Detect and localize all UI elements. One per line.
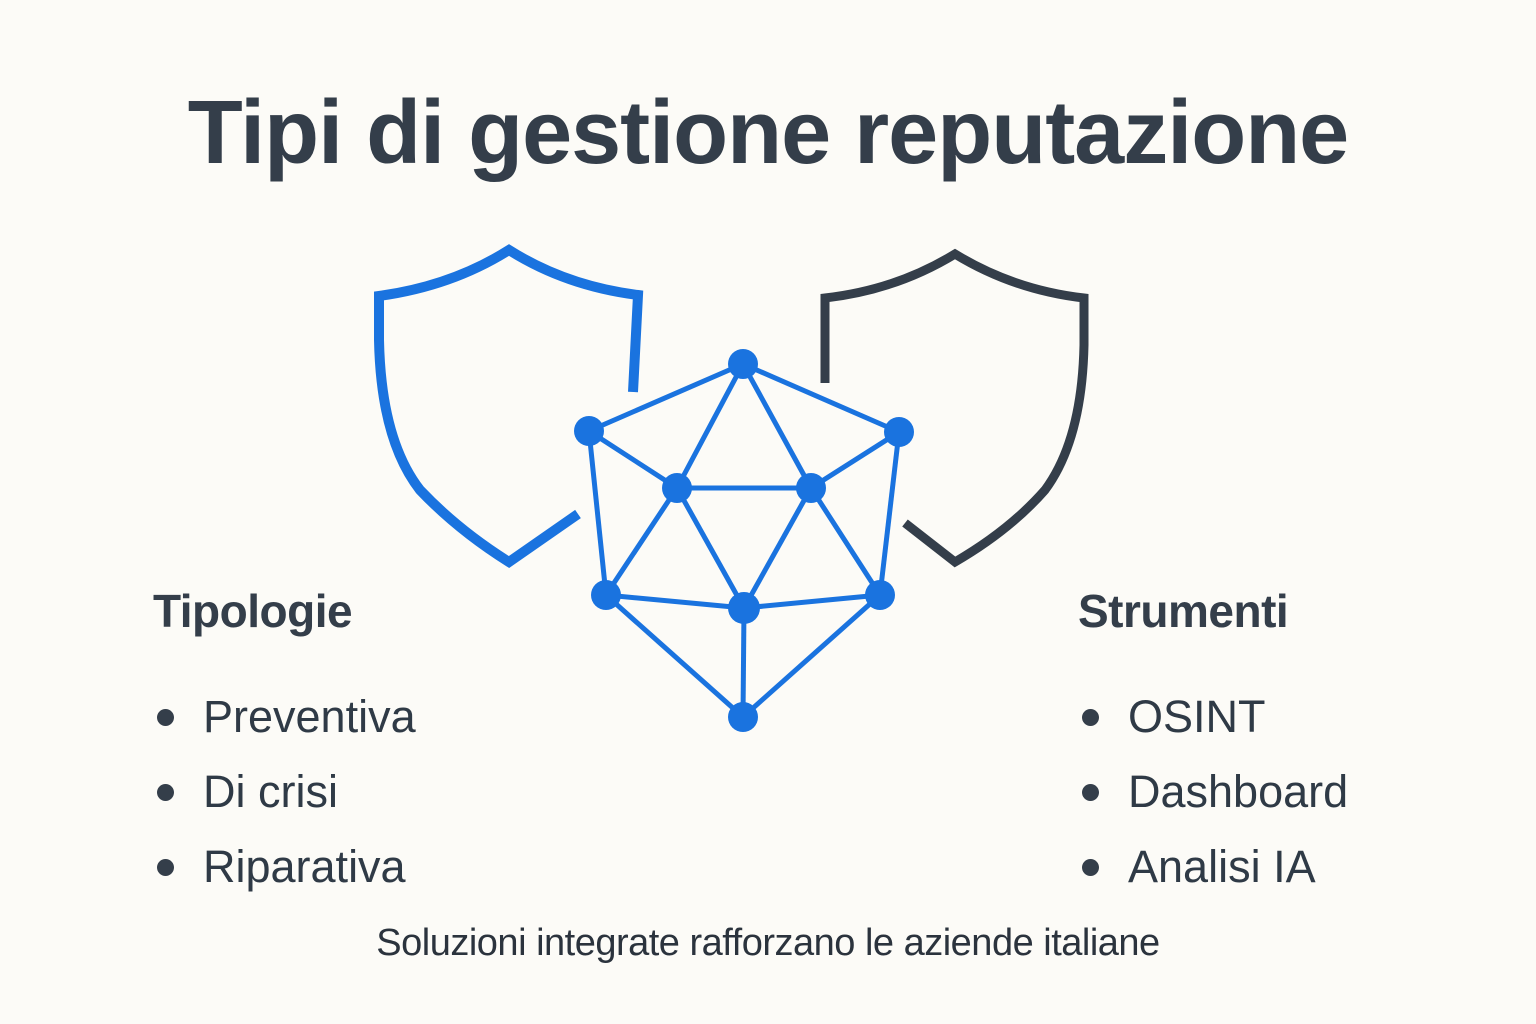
list-item: Riparativa [153, 829, 416, 904]
list-item: Analisi IA [1078, 829, 1348, 904]
page-title: Tipi di gestione reputazione [187, 83, 1349, 183]
list-item: OSINT [1078, 679, 1348, 754]
network-graph-icon [574, 349, 914, 732]
bullet-icon [1082, 784, 1099, 801]
footer-caption: Soluzioni integrate rafforzano le aziend… [376, 922, 1160, 964]
bullet-icon [157, 859, 174, 876]
strumenti-heading: Strumenti [1078, 585, 1289, 637]
bullet-icon [157, 784, 174, 801]
list-item: Di crisi [153, 754, 416, 829]
list-item: Preventiva [153, 679, 416, 754]
bullet-icon [1082, 709, 1099, 726]
bullet-icon [1082, 859, 1099, 876]
strumenti-section: Strumenti OSINT Dashboard Analisi IA [1078, 583, 1348, 904]
strumenti-list: OSINT Dashboard Analisi IA [1078, 679, 1348, 904]
tipologie-list: Preventiva Di crisi Riparativa [153, 679, 416, 904]
list-item: Dashboard [1078, 754, 1348, 829]
tipologie-heading: Tipologie [153, 585, 353, 637]
shield-dark-icon [820, 248, 1089, 568]
tipologie-section: Tipologie Preventiva Di crisi Riparativa [153, 583, 416, 904]
shield-blue-icon [374, 244, 644, 568]
bullet-icon [157, 709, 174, 726]
